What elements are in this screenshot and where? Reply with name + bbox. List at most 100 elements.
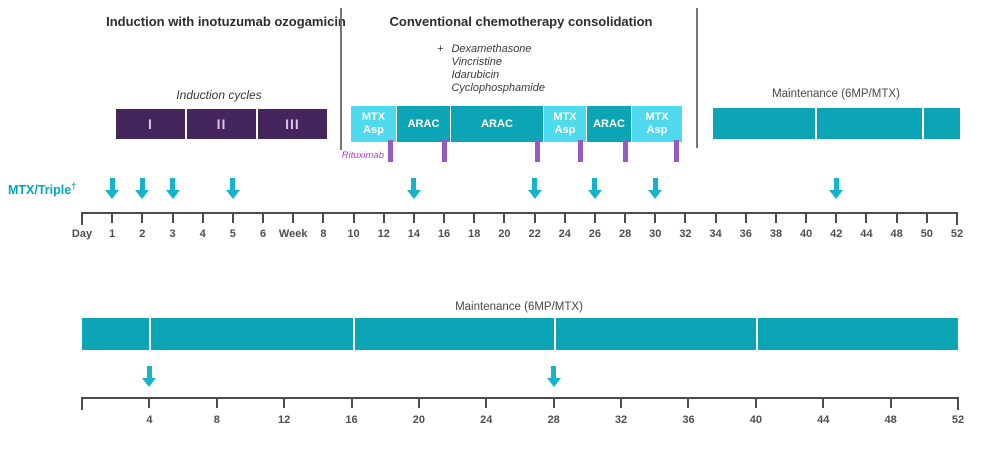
arrow-shaft [110, 178, 115, 190]
axis-tick [216, 397, 218, 408]
arrow-shaft [147, 366, 152, 378]
axis-label-12: 12 [378, 228, 390, 240]
axis-label-12: 12 [278, 414, 290, 426]
axis-label-5: 5 [230, 228, 236, 240]
axis-tick [684, 212, 686, 223]
arrow-shaft [653, 178, 658, 190]
induction-cycles-bar: IIIIII [116, 109, 327, 139]
axis-label-10: 10 [347, 228, 359, 240]
axis-label-36: 36 [682, 414, 694, 426]
axis-tick [896, 212, 898, 223]
axis-label-48: 48 [891, 228, 903, 240]
induction-cycles-title: Induction cycles [176, 88, 261, 102]
maintenance-arrow-week-28 [547, 366, 561, 387]
axis-label-32: 32 [615, 414, 627, 426]
axis-label-2: 2 [139, 228, 145, 240]
bar-segment-divider [353, 318, 355, 350]
axis-tick [111, 212, 113, 223]
drug-name: Dexamethasone [451, 43, 545, 56]
axis-label-44: 44 [860, 228, 872, 240]
axis-tick [890, 397, 892, 408]
axis-tick [755, 397, 757, 408]
axis-label-24: 24 [559, 228, 571, 240]
axis-end-cap [81, 397, 83, 410]
arrow-shaft [140, 178, 145, 190]
section-divider-right [696, 8, 698, 148]
box-line: Asp [647, 124, 668, 137]
axis-tick [835, 212, 837, 223]
axis-label-Week: Week [279, 228, 308, 240]
axis-tick [202, 212, 204, 223]
arrow-head [588, 190, 602, 199]
axis-label-16: 16 [345, 414, 357, 426]
mtx-triple-arrow-26 [588, 178, 602, 199]
arrow-head [648, 190, 662, 199]
axis-tick [534, 212, 536, 223]
induction-cycle-I: I [116, 109, 185, 139]
bar-segment-divider [756, 318, 758, 350]
consolidation-drug-list: + DexamethasoneVincristineIdarubicinCycl… [437, 43, 545, 95]
axis-tick [715, 212, 717, 223]
arrow-head [142, 378, 156, 387]
axis-label-40: 40 [750, 414, 762, 426]
arrow-shaft [592, 178, 597, 190]
axis-tick [232, 212, 234, 223]
arrow-shaft [411, 178, 416, 190]
axis-tick [443, 212, 445, 223]
axis-tick [865, 212, 867, 223]
axis-label-52: 52 [951, 228, 963, 240]
axis-label-30: 30 [649, 228, 661, 240]
axis-tick [413, 212, 415, 223]
arrow-head [407, 190, 421, 199]
axis-tick [775, 212, 777, 223]
axis-label-16: 16 [438, 228, 450, 240]
axis-tick [624, 212, 626, 223]
axis-tick [473, 212, 475, 223]
consolidation-box-arac: ARAC [587, 106, 631, 142]
box-line: MTX [362, 111, 385, 124]
induction-cycle-II: II [187, 109, 256, 139]
axis-label-20: 20 [413, 414, 425, 426]
mtx-triple-arrow-1 [105, 178, 119, 199]
axis-tick [292, 212, 294, 223]
axis-tick [594, 212, 596, 223]
consolidation-box-mtx-asp: MTXAsp [351, 106, 396, 142]
axis-label-40: 40 [800, 228, 812, 240]
arrow-head [528, 190, 542, 199]
axis-label-24: 24 [480, 414, 492, 426]
axis-end-cap [957, 397, 959, 410]
rituximab-label: Rituximab [340, 150, 384, 161]
axis-tick [262, 212, 264, 223]
bar-segment-divider [554, 318, 556, 350]
arrow-shaft [551, 366, 556, 378]
axis-label-44: 44 [817, 414, 829, 426]
box-line: Asp [363, 124, 384, 137]
box-line: Asp [555, 124, 576, 137]
mtx-triple-arrow-3 [166, 178, 180, 199]
box-line: MTX [553, 111, 576, 124]
mtx-triple-label: MTX/Triple† [8, 181, 76, 197]
maintenance-bottom-bar [82, 318, 958, 350]
axis-label-34: 34 [709, 228, 721, 240]
axis-label-8: 8 [214, 414, 220, 426]
arrow-head [166, 190, 180, 199]
bar-segment-divider [149, 318, 151, 350]
axis-label-36: 36 [740, 228, 752, 240]
axis-label-48: 48 [884, 414, 896, 426]
dagger-footnote-mark: † [71, 181, 76, 191]
axis-tick [620, 397, 622, 408]
axis-tick [564, 212, 566, 223]
axis-tick [351, 397, 353, 408]
maintenance-top-bar [713, 108, 960, 139]
axis-label-42: 42 [830, 228, 842, 240]
axis-end-cap [81, 212, 83, 225]
axis-tick [418, 397, 420, 408]
axis-label-14: 14 [408, 228, 420, 240]
drug-name: Cyclophosphamide [451, 82, 545, 95]
arrow-shaft [834, 178, 839, 190]
consolidation-box-arac: ARAC [451, 106, 543, 142]
axis-label-8: 8 [320, 228, 326, 240]
mtx-triple-arrow-22 [528, 178, 542, 199]
axis-tick [383, 212, 385, 223]
bar-segment-divider [922, 108, 924, 139]
